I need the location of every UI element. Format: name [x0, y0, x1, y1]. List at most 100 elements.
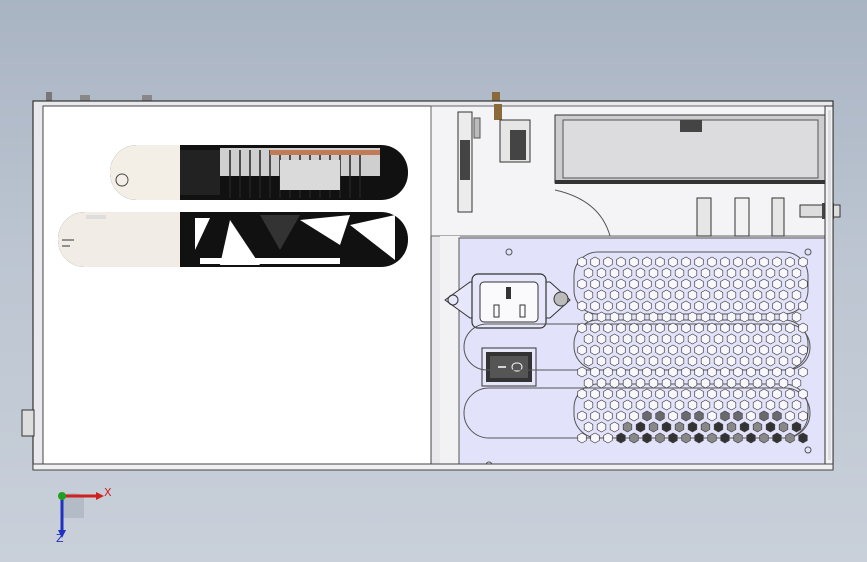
- vent-hole: [726, 289, 737, 301]
- vent-hole: [791, 399, 802, 411]
- vent-hole: [668, 410, 678, 422]
- vent-hole: [629, 432, 639, 444]
- vent-hole: [661, 333, 672, 345]
- vent-hole: [635, 421, 646, 433]
- vent-hole: [752, 311, 763, 323]
- vent-hole: [635, 399, 646, 411]
- vent-hole: [661, 289, 672, 301]
- vent-hole: [603, 388, 613, 400]
- vent-hole: [765, 289, 776, 301]
- vent-hole: [700, 289, 711, 301]
- vent-hole: [609, 311, 620, 323]
- vent-hole: [720, 256, 730, 268]
- vent-hole: [713, 333, 724, 345]
- vent-hole: [759, 278, 769, 290]
- vent-hole: [577, 256, 587, 268]
- vent-hole: [577, 300, 587, 312]
- vent-hole: [635, 333, 646, 345]
- vent-hole: [694, 366, 704, 378]
- vent-hole: [772, 322, 782, 334]
- vent-hole: [759, 344, 769, 356]
- vent-hole: [798, 300, 808, 312]
- vent-hole: [603, 256, 613, 268]
- vent-hole: [778, 333, 789, 345]
- vent-hole: [720, 432, 730, 444]
- vent-hole: [616, 366, 626, 378]
- vent-hole: [791, 333, 802, 345]
- vent-hole: [765, 267, 776, 279]
- vent-hole: [707, 410, 717, 422]
- vent-hole: [661, 399, 672, 411]
- power-socket-icon: [444, 273, 571, 329]
- vent-hole: [648, 267, 659, 279]
- vent-hole: [798, 278, 808, 290]
- vent-hole: [687, 289, 698, 301]
- vent-hole: [590, 300, 600, 312]
- vent-hole: [648, 377, 659, 389]
- vent-hole: [648, 421, 659, 433]
- vent-hole: [726, 377, 737, 389]
- vent-hole: [616, 344, 626, 356]
- vent-hole: [596, 267, 607, 279]
- vent-hole: [798, 366, 808, 378]
- vent-hole: [622, 355, 633, 367]
- vent-hole: [668, 432, 678, 444]
- vent-hole: [616, 432, 626, 444]
- vent-hole: [596, 421, 607, 433]
- vent-hole: [674, 421, 685, 433]
- vent-hole: [765, 333, 776, 345]
- vent-hole: [752, 377, 763, 389]
- vent-hole: [694, 322, 704, 334]
- vent-hole: [596, 289, 607, 301]
- vent-hole: [720, 388, 730, 400]
- vent-hole: [674, 399, 685, 411]
- vent-hole: [603, 322, 613, 334]
- vent-hole: [759, 366, 769, 378]
- vent-hole: [785, 344, 795, 356]
- vent-hole: [791, 355, 802, 367]
- vent-hole: [590, 366, 600, 378]
- vent-hole: [661, 421, 672, 433]
- vent-hole: [778, 377, 789, 389]
- vent-hole: [798, 344, 808, 356]
- vent-hole: [700, 333, 711, 345]
- vent-hole: [596, 311, 607, 323]
- vent-hole: [726, 333, 737, 345]
- vent-hole: [694, 278, 704, 290]
- vent-hole: [674, 355, 685, 367]
- vent-hole: [772, 388, 782, 400]
- vent-hole: [642, 344, 652, 356]
- vent-hole: [668, 278, 678, 290]
- vent-hole: [655, 278, 665, 290]
- vent-hole: [635, 311, 646, 323]
- vent-hole: [700, 311, 711, 323]
- vent-hole: [609, 377, 620, 389]
- vent-hole: [687, 377, 698, 389]
- vent-hole: [785, 256, 795, 268]
- vent-hole: [655, 322, 665, 334]
- vent-hole: [629, 278, 639, 290]
- vent-hole: [668, 256, 678, 268]
- vent-hole: [681, 256, 691, 268]
- vent-hole: [785, 432, 795, 444]
- vent-hole: [648, 355, 659, 367]
- vent-hole: [674, 377, 685, 389]
- vent-hole: [687, 421, 698, 433]
- vent-hole: [733, 410, 743, 422]
- vent-hole: [583, 377, 594, 389]
- vent-hole: [778, 311, 789, 323]
- vent-hole: [726, 311, 737, 323]
- vent-hole: [778, 421, 789, 433]
- vent-hole: [752, 333, 763, 345]
- vent-hole: [772, 278, 782, 290]
- vent-hole: [765, 311, 776, 323]
- vent-hole: [739, 355, 750, 367]
- vent-hole: [733, 278, 743, 290]
- vent-hole: [668, 322, 678, 334]
- vent-hole: [700, 355, 711, 367]
- vent-hole: [720, 366, 730, 378]
- vent-hole: [739, 421, 750, 433]
- vent-hole: [759, 432, 769, 444]
